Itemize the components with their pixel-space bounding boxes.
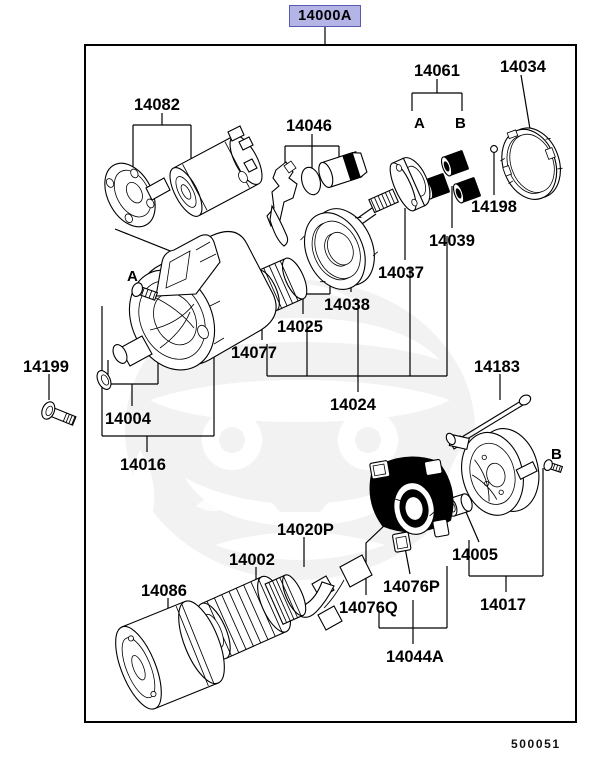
part-number-14020P[interactable]: 14020P (277, 521, 334, 539)
part-number-14086[interactable]: 14086 (141, 582, 187, 600)
part-brush-lead-14020P (299, 554, 373, 631)
part-number-14016[interactable]: 14016 (120, 456, 166, 474)
sublabel-a-14061: A (414, 115, 425, 132)
part-number-14199[interactable]: 14199 (23, 358, 69, 376)
part-number-14017[interactable]: 14017 (480, 596, 526, 614)
part-number-14024[interactable]: 14024 (330, 396, 376, 414)
part-number-14002[interactable]: 14002 (229, 551, 275, 569)
part-number-14004[interactable]: 14004 (105, 410, 151, 428)
diagram-title-badge[interactable]: 14000A (289, 5, 361, 27)
part-number-14076Q[interactable]: 14076Q (339, 599, 398, 617)
part-number-14037[interactable]: 14037 (378, 264, 424, 282)
part-number-14061[interactable]: 14061 (414, 62, 460, 80)
part-number-14005[interactable]: 14005 (452, 546, 498, 564)
part-number-14039[interactable]: 14039 (429, 232, 475, 250)
part-armature-shaft-14037 (320, 157, 431, 251)
part-clutch-housing-14038 (300, 208, 379, 290)
sublabel-b-14061: B (455, 115, 466, 132)
part-number-14034[interactable]: 14034 (500, 58, 546, 76)
part-number-14183[interactable]: 14183 (474, 358, 520, 376)
part-number-14044A[interactable]: 14044A (386, 648, 444, 666)
sublabel-a-front-bracket: A (127, 268, 138, 285)
part-screw-b-rear (543, 459, 564, 473)
part-yoke-14086 (115, 600, 225, 710)
part-internal-gear-ring-14034 (500, 127, 563, 200)
part-number-14046[interactable]: 14046 (286, 117, 332, 135)
part-number-14025[interactable]: 14025 (277, 318, 323, 336)
diagram-frame (84, 44, 577, 723)
diagram-reference-code: 500051 (511, 737, 561, 751)
part-front-bracket-14016 (96, 230, 277, 390)
part-solenoid-14082 (104, 125, 263, 228)
part-number-14082[interactable]: 14082 (134, 96, 180, 114)
part-planetary-gears-14039 (421, 150, 481, 204)
sublabel-b-rear-bracket: B (551, 446, 562, 463)
part-number-14038[interactable]: 14038 (324, 296, 370, 314)
part-number-14077[interactable]: 14077 (231, 344, 277, 362)
part-number-14076P[interactable]: 14076P (383, 578, 440, 596)
part-brush-holder-14044A (369, 456, 454, 553)
part-number-14198[interactable]: 14198 (471, 198, 517, 216)
part-screw-a-front (131, 282, 159, 301)
part-shift-lever-14046 (266, 150, 368, 247)
part-bolt-14199 (41, 401, 77, 426)
